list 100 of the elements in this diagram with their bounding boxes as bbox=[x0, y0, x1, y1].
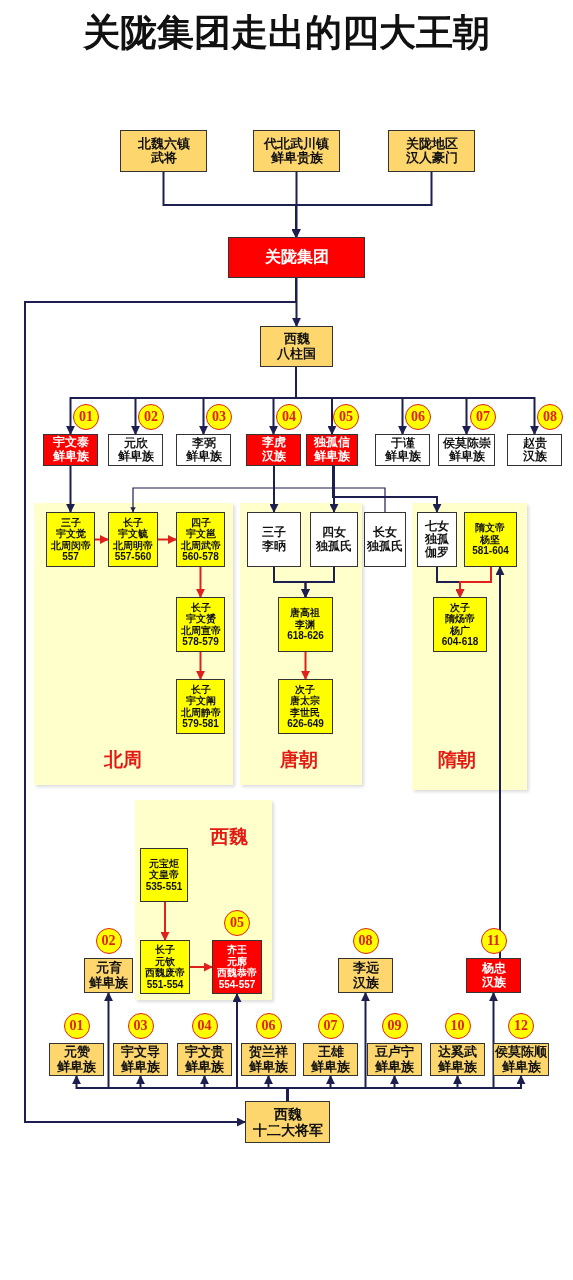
box-text: 隋文帝杨坚581-604 bbox=[472, 522, 509, 557]
number-badge: 10 bbox=[444, 1013, 471, 1039]
connector-arrow bbox=[301, 651, 310, 680]
number-badge: 02 bbox=[95, 928, 122, 954]
box-text: 赵贵汉族 bbox=[522, 436, 547, 464]
box-text: 侯莫陈崇鲜卑族 bbox=[442, 436, 491, 464]
box-text: 长女独孤氏 bbox=[367, 526, 403, 553]
person-box bbox=[49, 1043, 104, 1076]
number-badge: 01 bbox=[63, 1013, 90, 1039]
connector-arrow bbox=[291, 171, 433, 238]
box-text: 元育鲜卑族 bbox=[89, 961, 128, 990]
box-text: 元赞鲜卑族 bbox=[57, 1045, 96, 1074]
person-box bbox=[417, 512, 457, 567]
person-box bbox=[430, 1043, 485, 1076]
box-text: 关陇地区汉人豪门 bbox=[405, 136, 458, 166]
dynasty-panel bbox=[240, 503, 362, 785]
box-text: 代北武川镇鲜卑贵族 bbox=[264, 136, 329, 166]
dynasty-panel bbox=[135, 800, 272, 1000]
person-box bbox=[303, 1043, 358, 1076]
number-badge: 03 bbox=[206, 404, 232, 430]
highlight-box bbox=[306, 434, 358, 466]
connector-arrow bbox=[292, 277, 301, 327]
connector-arrow bbox=[329, 465, 339, 513]
dynasty-label: 北周 bbox=[104, 749, 142, 771]
person-box bbox=[375, 434, 430, 466]
box-text: 杨忠汉族 bbox=[481, 961, 506, 990]
connector-arrow bbox=[196, 651, 205, 680]
box-text: 达奚武鲜卑族 bbox=[438, 1045, 477, 1074]
person-box bbox=[310, 512, 358, 567]
title: 关陇集团走出的四大王朝 bbox=[82, 10, 491, 56]
number-badge: 09 bbox=[381, 1013, 408, 1039]
box-text: 于谨鲜卑族 bbox=[384, 436, 421, 464]
box-text: 唐高祖李渊618-626 bbox=[287, 607, 324, 642]
connector-arrow bbox=[455, 566, 492, 598]
number-badge: 06 bbox=[255, 1013, 282, 1039]
person-box bbox=[253, 130, 340, 172]
dynasty-panel bbox=[34, 503, 233, 785]
person-box bbox=[260, 326, 333, 367]
box-text: 豆卢宁鲜卑族 bbox=[375, 1045, 414, 1074]
person-box bbox=[464, 512, 517, 567]
number-badge: 11 bbox=[480, 928, 507, 954]
number-badge: 05 bbox=[224, 910, 250, 936]
connector-arrow bbox=[189, 962, 213, 972]
connector-arrow bbox=[295, 366, 539, 435]
dynasty-label: 西魏 bbox=[210, 826, 248, 848]
box-text: 长子宇文阐北周静帝579-581 bbox=[180, 683, 221, 730]
box-text: 贺兰祥鲜卑族 bbox=[249, 1045, 288, 1074]
box-text: 宇文贵鲜卑族 bbox=[185, 1045, 224, 1074]
box-text: 北魏六镇武将 bbox=[137, 136, 190, 166]
connector-arrow bbox=[94, 535, 109, 544]
box-text: 次子唐太宗李世民626-649 bbox=[287, 683, 324, 730]
highlight-box bbox=[228, 237, 365, 278]
box-text: 侯莫陈顺鲜卑族 bbox=[495, 1045, 547, 1074]
connector-arrow bbox=[301, 566, 335, 598]
number-badge: 02 bbox=[138, 404, 164, 430]
box-text: 宇文导鲜卑族 bbox=[121, 1045, 160, 1074]
box-text: 三子宇文觉北周闵帝557 bbox=[50, 516, 91, 563]
box-text: 七女独孤伽罗 bbox=[425, 519, 449, 560]
person-box bbox=[364, 512, 406, 567]
person-box bbox=[113, 1043, 168, 1076]
number-badge: 07 bbox=[317, 1013, 344, 1039]
connector-arrow bbox=[286, 1075, 526, 1102]
box-text: 四子宇文邕北周武帝560-578 bbox=[180, 516, 221, 563]
box-text: 齐王元廓西魏恭帝554-557 bbox=[217, 944, 257, 990]
person-box bbox=[245, 1101, 330, 1143]
dynasty-panel bbox=[412, 503, 527, 790]
dynasty-label: 唐朝 bbox=[280, 749, 318, 771]
dynasty-label: 隋朝 bbox=[438, 749, 476, 771]
connector-arrow bbox=[269, 465, 279, 513]
connector-arrow bbox=[157, 535, 177, 544]
box-text: 四女独孤氏 bbox=[316, 526, 352, 553]
person-box bbox=[338, 958, 393, 993]
box-text: 王雄鲜卑族 bbox=[311, 1045, 350, 1074]
box-text: 宇文泰鲜卑族 bbox=[52, 436, 89, 464]
number-badge: 04 bbox=[276, 404, 302, 430]
person-box bbox=[120, 130, 207, 172]
box-text: 三子李昞 bbox=[262, 526, 286, 553]
number-badge: 08 bbox=[537, 404, 563, 430]
highlight-box bbox=[466, 958, 521, 993]
box-text: 西魏十二大将军 bbox=[252, 1105, 323, 1139]
number-badge: 03 bbox=[127, 1013, 154, 1039]
person-box bbox=[278, 679, 333, 734]
highlight-box bbox=[43, 434, 98, 466]
number-badge: 01 bbox=[73, 404, 99, 430]
box-text: 元宝炬文皇帝535-551 bbox=[145, 857, 183, 893]
box-text: 李弼鲜卑族 bbox=[185, 436, 222, 464]
box-text: 元欣鲜卑族 bbox=[117, 436, 154, 464]
number-badge: 07 bbox=[470, 404, 496, 430]
box-text: 次子隋炀帝杨广604-618 bbox=[441, 601, 479, 648]
connector-arrow bbox=[160, 901, 170, 941]
person-box bbox=[247, 512, 301, 567]
person-box bbox=[433, 597, 487, 652]
person-box bbox=[367, 1043, 422, 1076]
person-box bbox=[176, 434, 231, 466]
connector-arrow bbox=[332, 465, 442, 513]
connector-arrow bbox=[24, 277, 297, 1127]
box-text: 关陇集团 bbox=[264, 248, 329, 267]
box-text: 西魏八柱国 bbox=[277, 332, 316, 361]
number-badge: 12 bbox=[508, 1013, 534, 1039]
person-box bbox=[388, 130, 475, 172]
